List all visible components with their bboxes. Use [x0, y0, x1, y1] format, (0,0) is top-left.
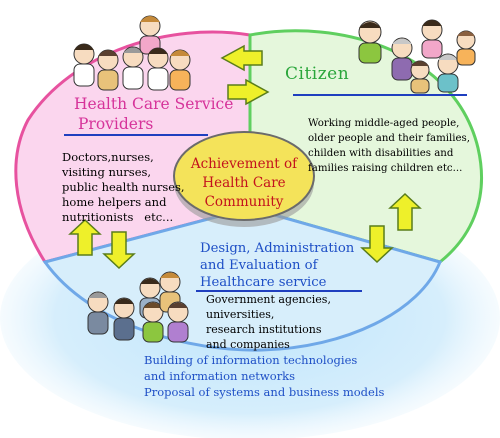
- providers-member-1: Doctors,nurses,: [62, 150, 154, 164]
- arrow-top-left: [220, 44, 263, 72]
- design-person-2: [113, 297, 135, 341]
- design-title: Design, Administration and Evaluation of…: [200, 240, 370, 291]
- arrow-top-right: [227, 78, 270, 106]
- design-member-3: research institutions: [206, 323, 322, 336]
- core-ellipse: [173, 131, 315, 221]
- providers-member-5: nutritionists etc...: [62, 210, 174, 224]
- citizen-person-5: [456, 30, 476, 66]
- arrow-left-down: [102, 231, 136, 270]
- providers-title-line-1: Health Care Service: [74, 95, 234, 113]
- arrow-right-up: [388, 192, 422, 231]
- provider-person-3: [122, 46, 144, 90]
- footer-line-3: Proposal of systems and business models: [144, 385, 385, 399]
- providers-people-illustration: [73, 15, 191, 91]
- citizen-member-4: families raising children etc...: [308, 163, 463, 174]
- providers-title-line-2: Providers: [78, 115, 154, 133]
- design-person-1: [87, 291, 109, 335]
- providers-member-list: Doctors,nurses, visiting nurses, public …: [62, 150, 192, 225]
- footer-line-1: Building of information technologies: [144, 353, 358, 367]
- provider-person-2: [97, 49, 119, 91]
- arrow-left-up: [68, 218, 102, 256]
- citizen-person-1: [358, 20, 382, 64]
- provider-person-5: [147, 47, 169, 91]
- citizen-person-3: [421, 19, 443, 59]
- provider-person-1: [73, 43, 95, 87]
- design-member-4: and companies: [206, 338, 290, 351]
- design-people-illustration: [87, 271, 189, 343]
- providers-member-4: home helpers and: [62, 195, 167, 209]
- citizen-people-illustration: [358, 19, 476, 94]
- providers-title: Health Care Service Providers: [74, 94, 244, 134]
- design-member-2: universities,: [206, 308, 275, 321]
- design-person-4: [142, 301, 164, 343]
- core-title-line-1: Achievement of: [190, 156, 298, 172]
- design-member-1: Government agencies,: [206, 293, 331, 306]
- citizen-member-2: older people and their families,: [308, 133, 471, 144]
- core-title-line-2: Health Care: [202, 175, 286, 191]
- citizen-person-4: [437, 53, 459, 93]
- design-title-line-2: and Evaluation of: [200, 258, 318, 273]
- provider-person-6: [169, 49, 191, 91]
- arrow-right-down: [360, 225, 394, 264]
- footer-text: Building of information technologies and…: [144, 352, 444, 400]
- citizen-title: Citizen: [285, 64, 350, 84]
- citizen-member-list: Working middle-aged people, older people…: [308, 116, 498, 176]
- design-person-6: [167, 301, 189, 343]
- citizen-member-3: childen with disabilities and: [308, 148, 454, 159]
- providers-member-2: visiting nurses,: [62, 165, 152, 179]
- citizen-member-1: Working middle-aged people,: [308, 118, 460, 129]
- citizen-person-2: [391, 37, 413, 81]
- core-title: Achievement of Health Care Community: [180, 155, 308, 212]
- design-member-list: Government agencies, universities, resea…: [206, 292, 356, 352]
- design-title-line-1: Design, Administration: [200, 241, 355, 256]
- providers-member-3: public health nurses,: [62, 180, 185, 194]
- design-title-line-3: Healthcare service: [200, 275, 327, 290]
- citizen-person-6: [410, 60, 430, 94]
- core-title-line-3: Community: [204, 194, 284, 210]
- footer-line-2: and information networks: [144, 369, 296, 383]
